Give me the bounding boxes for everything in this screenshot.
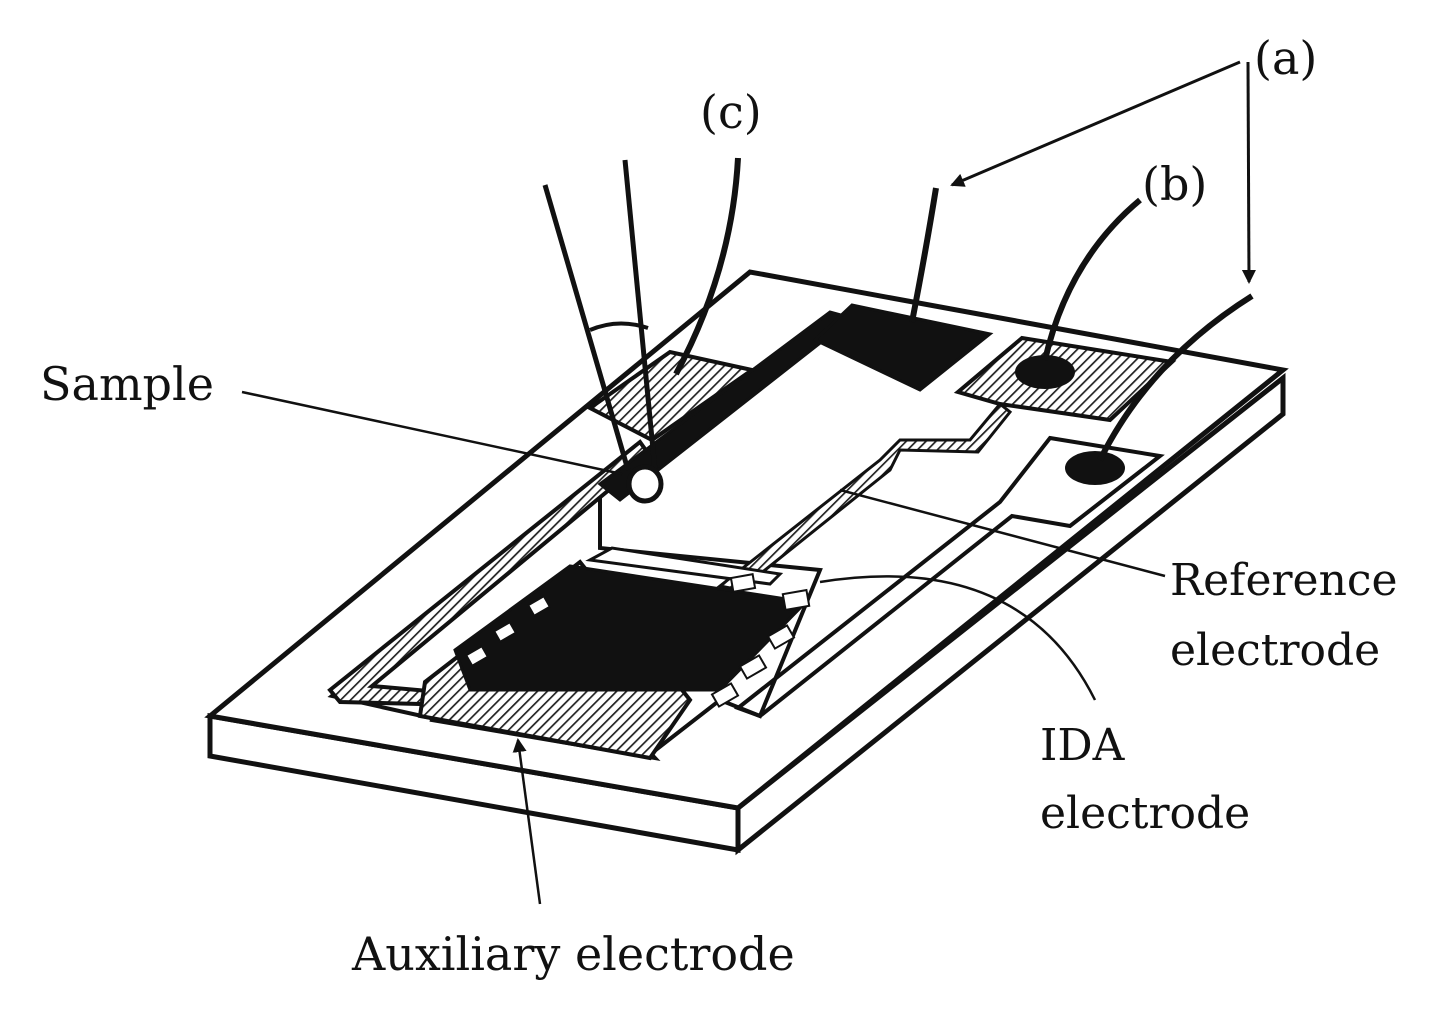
substrate-right-edge [735,372,1286,856]
sample-leader-line [241,390,623,476]
label-ida-line2: electrode [1040,788,1250,839]
lead-wire-c [673,157,741,376]
callout-a-arrow-right [1241,61,1256,284]
reference-leader-line [839,488,1166,578]
pad-b-contact [1015,355,1075,389]
auxiliary-leader-line [512,738,542,905]
label-sample: Sample [40,357,214,411]
label-c: (c) [700,85,762,139]
pipette [542,159,664,504]
label-ida-line1: IDA [1040,720,1126,771]
pad-a-left [812,303,994,392]
label-auxiliary: Auxiliary electrode [351,927,795,981]
label-reference-line1: Reference [1170,555,1398,606]
pad-a-right-contact [1065,451,1125,485]
lead-wire-a-right [1097,293,1254,462]
callout-a-arrow-left [950,60,1241,187]
sample-droplet [626,464,664,504]
label-b: (b) [1142,157,1207,211]
ida-electrode [453,546,811,708]
ida-leader-line [819,575,1097,701]
label-a: (a) [1254,31,1317,85]
label-reference-line2: electrode [1170,625,1380,676]
right-channel [733,435,1165,719]
lead-wire-a-left [909,187,939,323]
lead-wire-b [1042,197,1142,361]
